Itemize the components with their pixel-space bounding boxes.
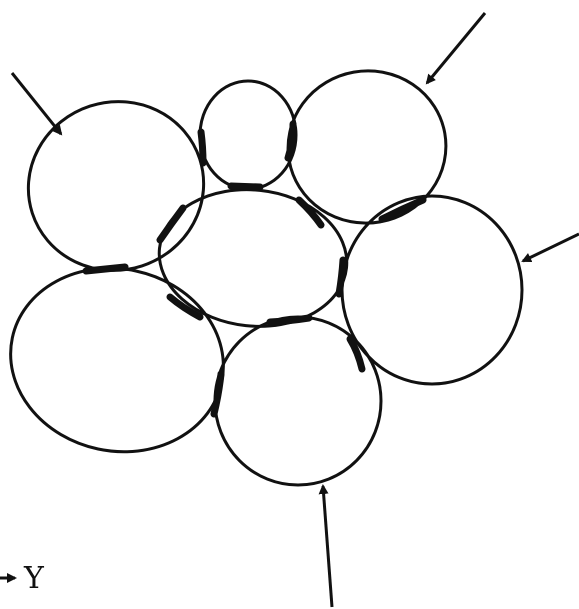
- arrow-bottom: [323, 486, 332, 607]
- grain-bottom: [215, 317, 381, 485]
- grain-lower-left: [0, 249, 241, 472]
- arrow-upper-left: [12, 73, 61, 134]
- grain-center: [152, 181, 353, 336]
- contact-upper-left-top-small: [201, 132, 203, 163]
- contact-top-small-center: [231, 186, 260, 187]
- contact-lower-left-bottom: [214, 374, 221, 414]
- contact-top-small-upper-right: [288, 124, 293, 158]
- contact-upper-left-center: [160, 208, 183, 240]
- contact-center-right: [339, 260, 343, 294]
- grain-top-small: [200, 81, 296, 189]
- arrow-upper-right: [427, 13, 485, 83]
- arrow-right: [523, 234, 579, 261]
- contact-upper-left-lower-left: [86, 267, 125, 271]
- contact-center-bottom: [270, 318, 309, 322]
- y-axis-label: Y: [23, 561, 45, 596]
- grain-upper-left: [6, 79, 225, 293]
